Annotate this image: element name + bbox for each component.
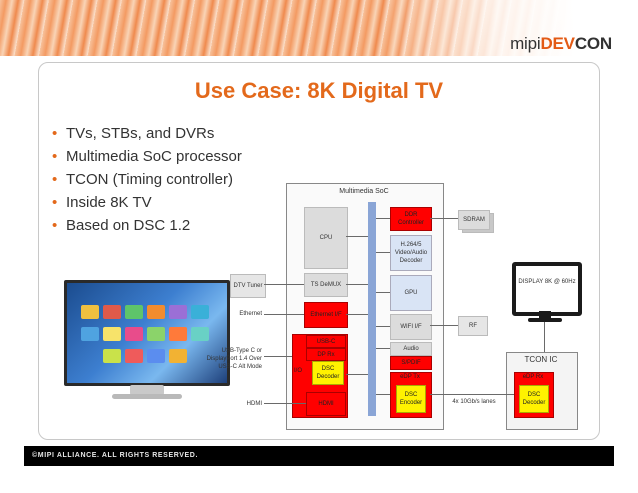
dp-rx-block: DP Rx — [306, 348, 346, 361]
ddr-controller-block: DDR Controller — [390, 207, 432, 231]
header-fade — [0, 0, 638, 56]
dtv-tuner-block: DTV Tuner — [230, 274, 266, 298]
brand-logo: mipiDEVCON — [510, 34, 612, 54]
dsc-encoder-block: DSC Encoder — [396, 385, 426, 413]
brand-mipi: mipi — [510, 34, 541, 53]
bullet-item: Inside 8K TV — [52, 193, 282, 212]
connector — [376, 326, 390, 327]
connector — [376, 394, 390, 395]
connector — [346, 284, 368, 285]
monitor-base — [528, 318, 562, 322]
sdram-block: SDRAM — [458, 210, 490, 230]
connector — [346, 236, 368, 237]
ts-demux-block: TS DeMUX — [304, 273, 348, 297]
tv-base — [112, 394, 182, 399]
copyright-text: ©MIPI ALLIANCE. ALL RIGHTS RESERVED. — [32, 452, 198, 459]
display-link — [544, 322, 545, 352]
bullet-list: TVs, STBs, and DVRs Multimedia SoC proce… — [52, 124, 282, 239]
ethernet-link — [264, 314, 304, 315]
brand-dev: DEV — [540, 34, 575, 53]
display-label: DISPLAY 8K @ 60Hz — [518, 279, 576, 285]
spdif-block: S/PDIF — [390, 356, 432, 370]
hdmi-link — [264, 403, 306, 404]
display-monitor: DISPLAY 8K @ 60Hz — [512, 262, 582, 316]
edp-link — [430, 394, 514, 395]
tv-image — [64, 280, 230, 386]
gpu-block: GPU — [390, 275, 432, 311]
bullet-item: Multimedia SoC processor — [52, 147, 282, 166]
bullet-item: TVs, STBs, and DVRs — [52, 124, 282, 143]
ethernet-if-block: Ethernet I/F — [304, 302, 348, 328]
bullet-item: TCON (Timing controller) — [52, 170, 282, 189]
connector — [346, 374, 368, 375]
io-label: I/O — [293, 368, 302, 374]
edp-tx-label: eDP Tx — [400, 374, 420, 380]
slide-title: Use Case: 8K Digital TV — [194, 78, 444, 103]
hdmi-label: HDMI — [246, 401, 262, 407]
connector — [376, 292, 390, 293]
audio-block: Audio — [390, 342, 432, 356]
tcon-dsc-decoder-block: DSC Decoder — [519, 385, 549, 413]
rf-block: RF — [458, 316, 488, 336]
footer-bar — [24, 446, 614, 466]
connector — [376, 252, 390, 253]
connector — [376, 218, 390, 219]
cpu-block: CPU — [304, 207, 348, 269]
soc-title: Multimedia SoC — [339, 188, 389, 195]
wifi-block: WIFI I/F — [390, 314, 432, 340]
hdmi-block: HDMI — [306, 392, 346, 416]
usb-c-block: USB-C — [306, 335, 346, 348]
usb-c-label: USB-Type C or DisplayPort 1.4 Over USB-C… — [206, 348, 262, 370]
ethernet-label: Ethernet — [239, 311, 262, 317]
monitor-stand — [539, 311, 551, 319]
h264-decoder-block: H.264/5 Video/Audio Decoder — [390, 235, 432, 271]
rf-link — [430, 325, 458, 326]
tuner-link — [264, 284, 304, 285]
connector — [346, 314, 368, 315]
connector — [376, 348, 390, 349]
dsc-decoder-block: DSC Decoder — [312, 361, 344, 385]
tv-stand — [130, 385, 164, 395]
usb-link — [264, 356, 292, 357]
ddr-link — [430, 218, 458, 219]
system-bus — [368, 202, 376, 416]
link-label: 4x 10Gb/s lanes — [452, 399, 496, 405]
tcon-edp-rx-label: eDP Rx — [522, 374, 544, 380]
brand-con: CON — [574, 34, 612, 53]
tcon-title: TCON IC — [524, 355, 558, 364]
bullet-item: Based on DSC 1.2 — [52, 216, 282, 235]
